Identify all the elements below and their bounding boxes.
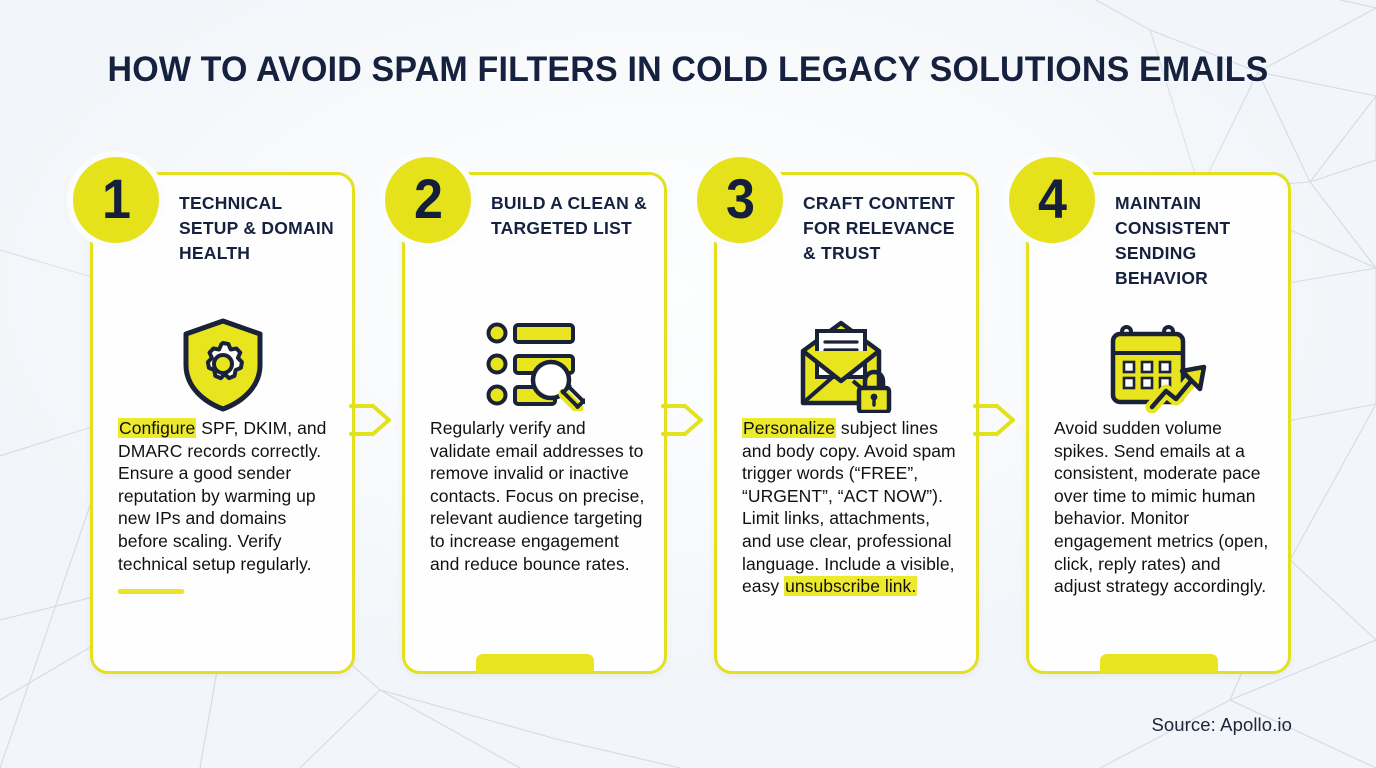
step-body-highlight-3: Personalize [742, 418, 836, 438]
arrow-step2-to-step3 [661, 404, 703, 436]
list-search-icon [405, 315, 664, 415]
step-card-4: 4 MAINTAIN CONSISTENT SENDING BEHAVIOR [1003, 151, 1291, 674]
step-number-badge-4: 4 [1003, 151, 1101, 249]
step-card-1: 1 TECHNICAL SETUP & DOMAIN HEALTH Config… [67, 151, 355, 674]
step-body-rest-3: subject lines and body copy. Avoid spam … [742, 418, 956, 597]
step-card-2: 2 BUILD A CLEAN & TARGETED LIST [379, 151, 667, 674]
source-attribution: Source: Apollo.io [1151, 714, 1292, 735]
step-number-2: 2 [413, 167, 443, 230]
step-number-badge-1: 1 [67, 151, 165, 249]
step-bottom-tab-4 [1099, 654, 1218, 674]
arrow-step3-to-step4 [973, 404, 1015, 436]
step-body-4: Avoid sudden volume spikes. Send emails … [1054, 417, 1270, 598]
step-body-highlight-1: Configure [118, 418, 197, 438]
envelope-lock-icon [717, 315, 976, 415]
step-body-rest-2: Regularly verify and validate email addr… [430, 418, 645, 574]
step-number-3: 3 [725, 167, 755, 230]
step-bottom-tab-2 [475, 654, 594, 674]
arrow-step1-to-step2 [349, 404, 391, 436]
step-heading-2: BUILD A CLEAN & TARGETED LIST [491, 193, 648, 238]
step-number-badge-2: 2 [379, 151, 477, 249]
step-rule-1 [118, 589, 184, 595]
step-body-rest-1: SPF, DKIM, and DMARC records correctly. … [118, 418, 327, 574]
step-body-2: Regularly verify and validate email addr… [430, 417, 646, 575]
step-heading-1: TECHNICAL SETUP & DOMAIN HEALTH [179, 193, 334, 263]
step-body-1: Configure SPF, DKIM, and DMARC records c… [118, 417, 334, 595]
step-body-highlight-end-3: unsubscribe link. [784, 576, 918, 597]
step-card-3: 3 CRAFT CONTENT FOR RELEVANCE & TRUST [691, 151, 979, 674]
step-heading-3: CRAFT CONTENT FOR RELEVANCE & TRUST [803, 193, 955, 263]
step-body-rest-4: Avoid sudden volume spikes. Send emails … [1054, 418, 1269, 597]
step-heading-4: MAINTAIN CONSISTENT SENDING BEHAVIOR [1115, 193, 1231, 288]
shield-gear-icon [93, 315, 352, 415]
step-number-4: 4 [1037, 167, 1067, 230]
step-body-3: Personalize subject lines and body copy.… [742, 417, 958, 598]
step-number-badge-3: 3 [691, 151, 789, 249]
calendar-trend-icon [1029, 315, 1288, 415]
step-number-1: 1 [101, 167, 131, 230]
page-title: HOW TO AVOID SPAM FILTERS IN COLD LEGACY… [107, 50, 1269, 89]
